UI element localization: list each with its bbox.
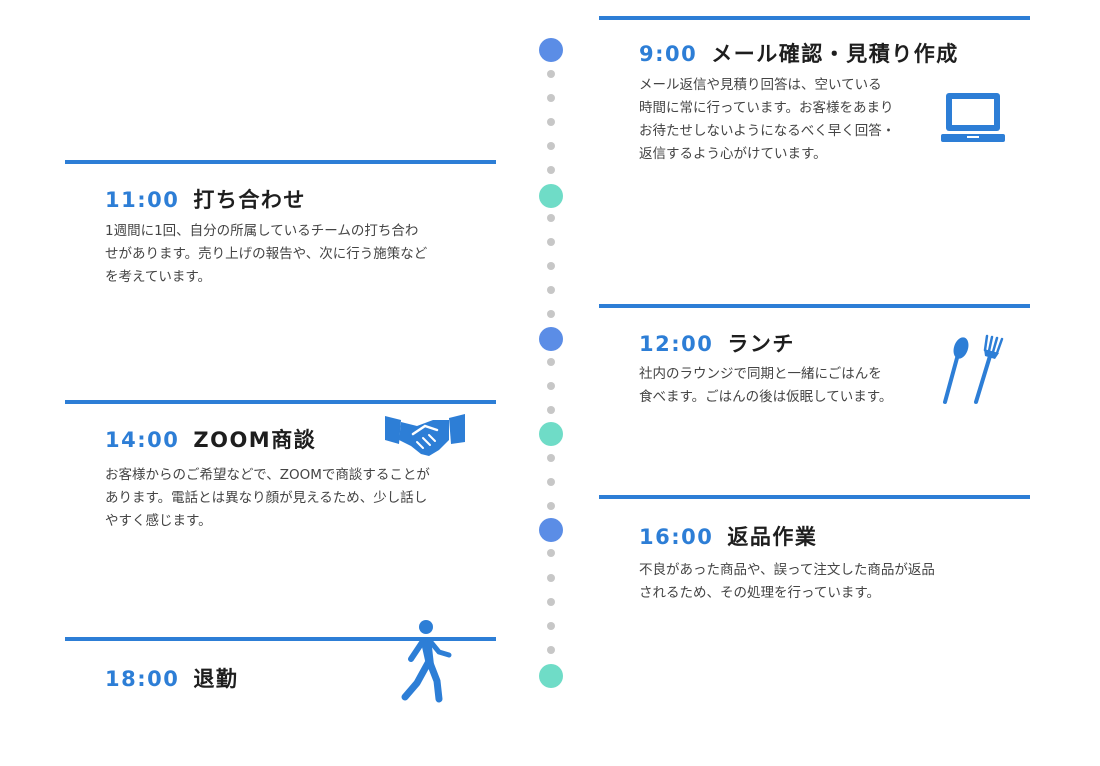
timeline-dot-small xyxy=(547,358,555,366)
timeline-dot-small xyxy=(547,406,555,414)
timeline-dot-small xyxy=(547,622,555,630)
entry-title: ZOOM商談 xyxy=(193,428,317,452)
spoon-fork-icon xyxy=(941,334,1005,410)
entry-time: 16:00 xyxy=(639,525,714,549)
timeline-dot-small xyxy=(547,142,555,150)
timeline-dot-small xyxy=(547,118,555,126)
entry-title: 退勤 xyxy=(193,667,239,691)
schedule-entry-0900: 9:00 メール確認・見積り作成 メール返信や見積り回答は、空いている 時間に常… xyxy=(599,16,1030,176)
timeline-dot-small xyxy=(547,214,555,222)
entry-divider xyxy=(65,637,496,641)
entry-description: 1週間に1回、自分の所属しているチームの打ち合わ せがあります。売り上げの報告や… xyxy=(105,223,428,285)
timeline-dot-small xyxy=(547,574,555,582)
timeline-dot-small xyxy=(547,382,555,390)
walking-person-icon xyxy=(399,619,453,707)
timeline-dot xyxy=(539,518,563,542)
timeline-dot xyxy=(539,422,563,446)
timeline-dot-small xyxy=(547,238,555,246)
timeline-dot-small xyxy=(547,454,555,462)
schedule-entry-1400: 14:00 ZOOM商談 お客様からのご希望などで、ZOOMで商談することが あ… xyxy=(65,400,496,540)
timeline-dot-small xyxy=(547,94,555,102)
laptop-icon xyxy=(941,90,1005,148)
entry-time: 14:00 xyxy=(105,428,180,452)
timeline-dot-small xyxy=(547,166,555,174)
timeline-dot-small xyxy=(547,310,555,318)
schedule-entry-1600: 16:00 返品作業 不良があった商品や、誤って注文した商品が返品 されるため、… xyxy=(599,495,1030,615)
schedule-entry-1200: 12:00 ランチ 社内のラウンジで同期と一緒にごはんを 食べます。ごはんの後は… xyxy=(599,304,1030,424)
entry-title: 打ち合わせ xyxy=(193,188,306,212)
entry-title: メール確認・見積り作成 xyxy=(711,42,959,66)
timeline-dot-small xyxy=(547,598,555,606)
entry-time: 18:00 xyxy=(105,667,180,691)
entry-description: 社内のラウンジで同期と一緒にごはんを 食べます。ごはんの後は仮眠しています。 xyxy=(639,366,893,405)
entry-description: メール返信や見積り回答は、空いている 時間に常に行っています。お客様をあまり お… xyxy=(639,77,896,162)
timeline-dot xyxy=(539,184,563,208)
entry-divider xyxy=(599,16,1030,20)
timeline-dot xyxy=(539,664,563,688)
entry-description: 不良があった商品や、誤って注文した商品が返品 されるため、その処理を行っています… xyxy=(639,562,935,601)
entry-divider xyxy=(65,160,496,164)
handshake-icon xyxy=(383,410,467,464)
timeline-dot-small xyxy=(547,70,555,78)
timeline-dot-small xyxy=(547,502,555,510)
timeline-dot-small xyxy=(547,286,555,294)
schedule-entry-1100: 11:00 打ち合わせ 1週間に1回、自分の所属しているチームの打ち合わ せがあ… xyxy=(65,160,496,300)
entry-time: 9:00 xyxy=(639,42,698,66)
timeline-dot-small xyxy=(547,646,555,654)
entry-title: 返品作業 xyxy=(727,525,818,549)
entry-divider xyxy=(599,304,1030,308)
schedule-entry-1800: 18:00 退勤 xyxy=(65,620,496,707)
entry-divider xyxy=(65,400,496,404)
entry-description: お客様からのご希望などで、ZOOMで商談することが あります。電話とは異なり顔が… xyxy=(105,467,430,529)
timeline-dot xyxy=(539,38,563,62)
timeline-dot xyxy=(539,327,563,351)
timeline-dot-small xyxy=(547,262,555,270)
timeline-dot-small xyxy=(547,478,555,486)
timeline-dot-small xyxy=(547,549,555,557)
entry-time: 12:00 xyxy=(639,332,714,356)
entry-time: 11:00 xyxy=(105,188,180,212)
entry-title: ランチ xyxy=(727,332,795,356)
entry-divider xyxy=(599,495,1030,499)
